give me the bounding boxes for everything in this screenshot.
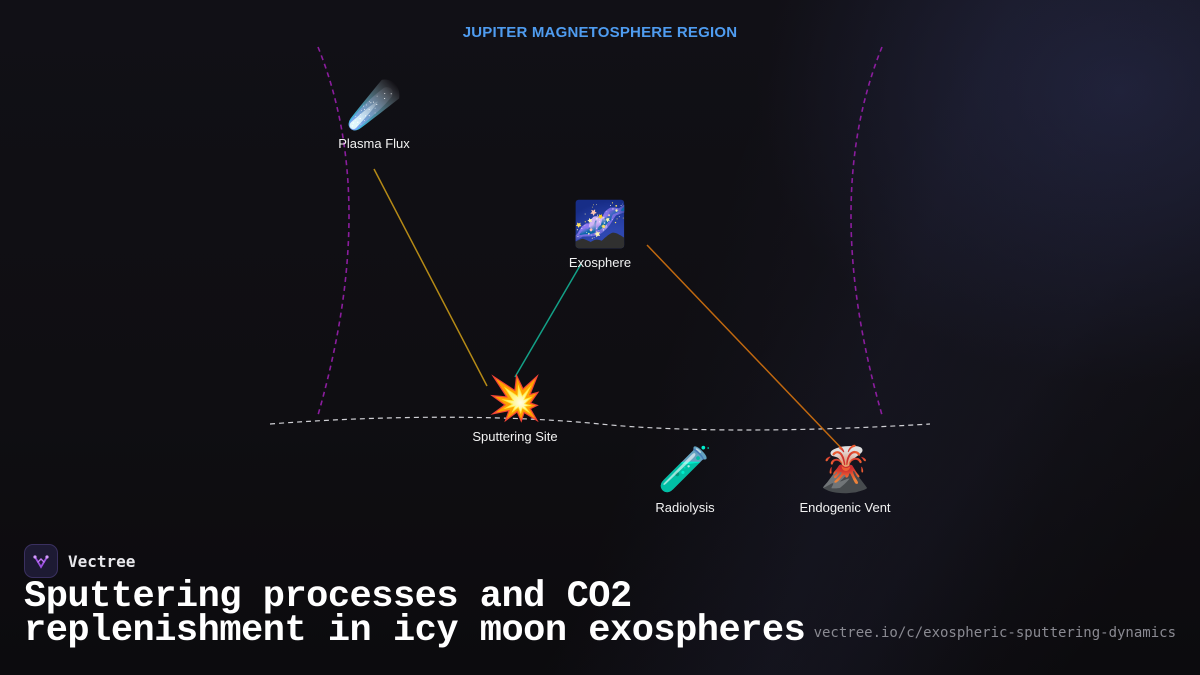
vectree-logo-icon[interactable] <box>24 544 58 578</box>
node-label: Sputtering Site <box>472 429 558 444</box>
milky-way-icon: 🌌 <box>572 200 628 249</box>
brand: Vectree <box>24 544 135 578</box>
collision-icon: 💥 <box>487 374 543 423</box>
magnetosphere-boundary-right <box>850 46 883 416</box>
source-url[interactable]: vectree.io/c/exospheric-sputtering-dynam… <box>813 625 1176 641</box>
region-label: JUPITER MAGNETOSPHERE REGION <box>462 24 738 41</box>
page-title: Sputtering processes and CO2 replenishme… <box>24 576 806 652</box>
node-sputtering-site: 💥 Sputtering Site <box>445 371 585 444</box>
node-exosphere: 🌌 Exosphere <box>530 197 670 270</box>
node-radiolysis: 🧪 Radiolysis <box>615 442 755 515</box>
node-label: Exosphere <box>568 255 632 270</box>
edge-sputtering-site-to-exosphere <box>514 263 582 378</box>
test-tube-icon: 🧪 <box>657 445 713 494</box>
node-label: Radiolysis <box>655 500 715 515</box>
node-endogenic-vent: 🌋 Endogenic Vent <box>775 442 915 515</box>
brand-name: Vectree <box>68 551 136 571</box>
magnetosphere-boundary-left <box>317 46 350 416</box>
node-label: Endogenic Vent <box>799 500 891 515</box>
edge-plasma-flux-to-sputtering-site <box>373 168 488 387</box>
node-plasma-flux: ☄️ Plasma Flux <box>304 78 444 151</box>
comet-icon: ☄️ <box>346 81 402 130</box>
node-label: Plasma Flux <box>338 136 410 151</box>
volcano-icon: 🌋 <box>817 445 873 494</box>
moon-surface-line <box>269 416 931 431</box>
edge-exosphere-to-endogenic-vent <box>646 244 846 453</box>
